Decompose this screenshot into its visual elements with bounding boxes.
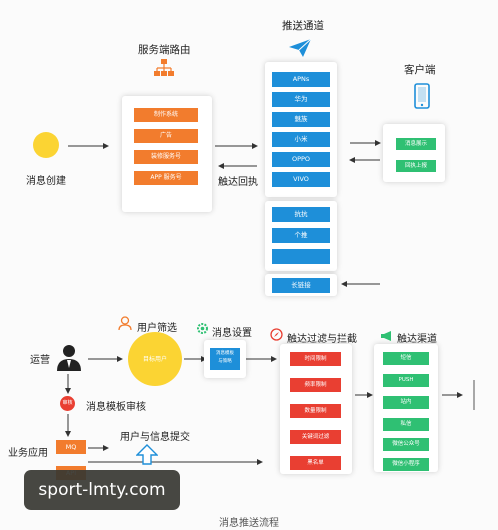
server-router-title: 服务端路由 bbox=[138, 44, 191, 56]
channel-box-inbox: 站内 bbox=[383, 396, 429, 409]
watermark: sport-lmty.com bbox=[24, 470, 180, 510]
ops-label: 运营 bbox=[30, 355, 50, 366]
channel-box-push: PUSH bbox=[383, 374, 429, 387]
server-box: 装修服务号 bbox=[134, 150, 198, 164]
network-tree-icon bbox=[154, 59, 174, 76]
compass-icon bbox=[270, 328, 283, 341]
channel-box-sms: 短信 bbox=[383, 352, 429, 365]
template-audit-label: 消息模板审核 bbox=[86, 402, 146, 413]
filter-title: 触达过滤与拦截 bbox=[287, 334, 357, 345]
server-box: 制作系统 bbox=[134, 108, 198, 122]
channel-box: 抗抗 bbox=[272, 207, 330, 222]
client-box: 回执上报 bbox=[396, 160, 436, 172]
paper-plane-icon bbox=[289, 38, 312, 57]
mq-box: MQ bbox=[56, 440, 86, 454]
server-box: APP 服务号 bbox=[134, 171, 198, 185]
client-title: 客户端 bbox=[404, 64, 436, 76]
vendor-box-xiaomi: 小米 bbox=[272, 132, 330, 147]
reach-back-label: 触达回执 bbox=[218, 177, 258, 188]
client-box: 消息展示 bbox=[396, 138, 436, 150]
channel-box: 个推 bbox=[272, 228, 330, 243]
server-box: 广告 bbox=[134, 129, 198, 143]
target-user-circle bbox=[128, 332, 182, 386]
filter-box: 黑名单 bbox=[290, 456, 341, 470]
channel-box-dm: 私信 bbox=[383, 418, 429, 431]
channel-box bbox=[272, 249, 330, 264]
vendor-box-meizu: 魅族 bbox=[272, 112, 330, 127]
reach-channel-title: 触达渠道 bbox=[397, 334, 437, 345]
create-label: 消息创建 bbox=[26, 176, 66, 187]
megaphone-icon bbox=[381, 331, 391, 341]
upload-icon bbox=[136, 444, 158, 465]
biz-app-label: 业务应用 bbox=[8, 448, 48, 459]
person-icon bbox=[57, 345, 81, 371]
channel-box-wechat-mp: 微信小程序 bbox=[383, 458, 429, 471]
push-channel-title: 推送通道 bbox=[282, 20, 324, 32]
filter-box: 关键词过滤 bbox=[290, 430, 341, 444]
channel-box-wechat-oa: 微信公众号 bbox=[383, 438, 429, 451]
msg-settings-label: 消息设置 bbox=[212, 328, 252, 339]
filter-box: 数量限制 bbox=[290, 404, 341, 418]
user-filter-label: 用户筛选 bbox=[137, 323, 177, 334]
user-info-submit-label: 用户与信息提交 bbox=[120, 432, 190, 443]
smartphone-icon bbox=[414, 83, 430, 109]
create-node bbox=[33, 132, 59, 158]
target-user-label: 目标用户 bbox=[142, 356, 167, 363]
audit-badge: 审核 bbox=[60, 396, 75, 411]
vendor-box-apns: APNs bbox=[272, 72, 330, 87]
gear-icon bbox=[197, 323, 208, 334]
vendor-box-huawei: 华为 bbox=[272, 92, 330, 107]
client-panel bbox=[383, 124, 445, 182]
msg-settings-box: 消息模板 与策略 bbox=[210, 348, 240, 370]
vendor-box-vivo: VIVO bbox=[272, 172, 330, 187]
filter-box: 频率限制 bbox=[290, 378, 341, 392]
vendor-box-oppo: OPPO bbox=[272, 152, 330, 167]
filter-box: 时间限制 bbox=[290, 352, 341, 366]
long-link-box: 长链接 bbox=[272, 278, 330, 293]
caption: 消息推送流程 bbox=[219, 518, 279, 529]
user-icon bbox=[118, 316, 132, 331]
